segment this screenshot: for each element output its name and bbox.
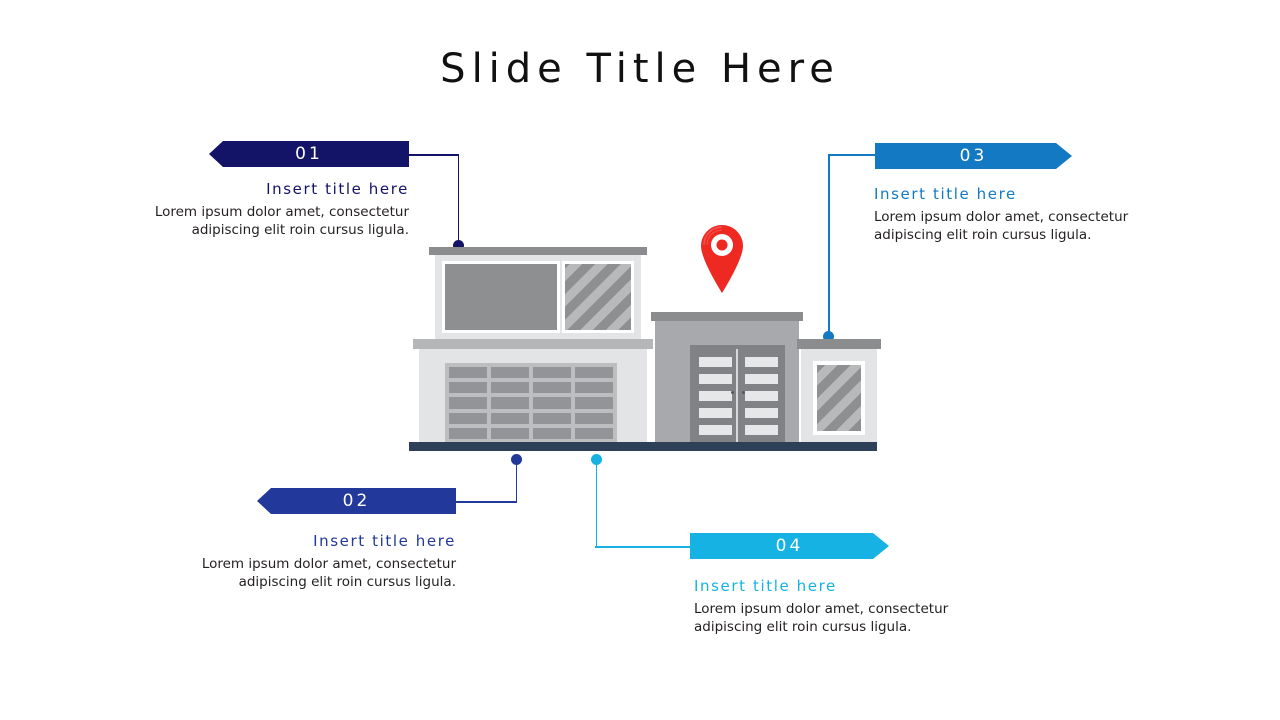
- door-handle-right: [742, 391, 745, 394]
- connector-02-vertical: [515, 460, 518, 502]
- connector-03-vertical: [828, 154, 830, 337]
- entrance-door-left: [693, 349, 737, 442]
- garage-panel-grid: [449, 367, 613, 439]
- step-banner-04[interactable]: 04: [690, 533, 889, 559]
- step-number-02: 02: [342, 490, 371, 511]
- step-body-04: Lorem ipsum dolor amet, consectetur adip…: [694, 601, 949, 635]
- upper-window-glass: [562, 261, 634, 333]
- step-text-04: Insert title here Lorem ipsum dolor amet…: [694, 577, 974, 637]
- step-title-01: Insert title here: [266, 180, 409, 198]
- ground-bar: [409, 442, 877, 451]
- right-wing-window: [813, 361, 865, 435]
- entrance-roof: [651, 312, 803, 321]
- connector-01-horizontal: [408, 154, 459, 156]
- page-title: Slide Title Here: [440, 46, 840, 92]
- step-number-04: 04: [775, 535, 804, 556]
- connector-03-horizontal: [828, 154, 876, 156]
- connector-02-horizontal: [455, 501, 517, 503]
- step-banner-02[interactable]: 02: [257, 488, 456, 514]
- step-banner-03[interactable]: 03: [875, 143, 1072, 169]
- upper-window-solid: [442, 261, 560, 333]
- step-body-03: Lorem ipsum dolor amet, consectetur adip…: [874, 209, 1129, 243]
- step-number-03: 03: [959, 145, 988, 166]
- step-title-04: Insert title here: [694, 577, 837, 595]
- door-handle-left: [731, 391, 734, 394]
- step-body-02: Lorem ipsum dolor amet, consectetur adip…: [201, 556, 456, 590]
- step-title-02: Insert title here: [313, 532, 456, 550]
- main-ledge: [413, 339, 653, 349]
- entrance-door-right: [739, 349, 783, 442]
- step-banner-01[interactable]: 01: [209, 141, 409, 167]
- connector-01-endpoint-dot: [453, 240, 464, 251]
- upper-roof: [429, 247, 647, 255]
- step-text-01: Insert title here Lorem ipsum dolor amet…: [129, 180, 409, 240]
- step-body-01: Lorem ipsum dolor amet, consectetur adip…: [154, 204, 409, 238]
- step-title-03: Insert title here: [874, 185, 1017, 203]
- right-wing-ledge: [797, 339, 881, 349]
- entrance-door-gap: [736, 349, 738, 442]
- connector-03-endpoint-dot: [823, 331, 834, 342]
- connector-02-endpoint-dot: [511, 454, 522, 465]
- garage-door: [445, 363, 617, 442]
- connector-04-endpoint-dot: [591, 454, 602, 465]
- step-text-02: Insert title here Lorem ipsum dolor amet…: [176, 532, 456, 592]
- map-pin-icon: [700, 224, 744, 294]
- connector-01-vertical: [457, 154, 460, 242]
- step-number-01: 01: [295, 143, 323, 164]
- building-illustration: [405, 228, 881, 463]
- connector-04-vertical: [595, 460, 598, 548]
- connector-04-horizontal: [595, 546, 690, 548]
- step-text-03: Insert title here Lorem ipsum dolor amet…: [874, 185, 1154, 245]
